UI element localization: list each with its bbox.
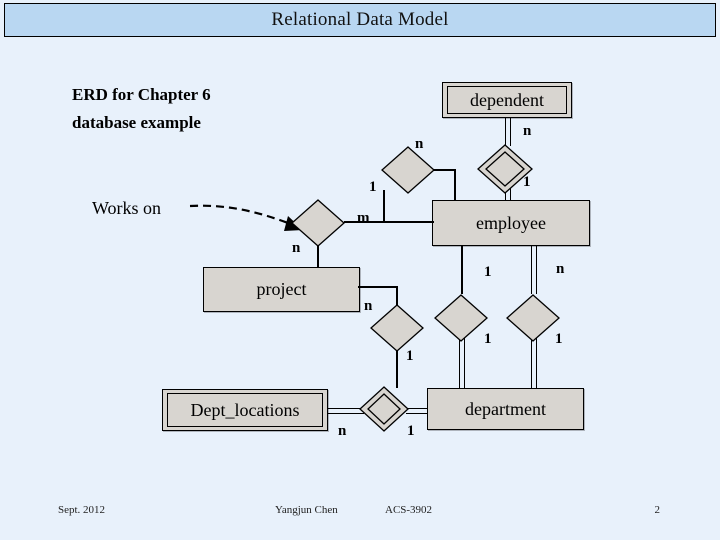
cardinality-controls-1: 1 [406,348,414,364]
works-on-annotation: Works on [92,198,162,218]
cardinality-deptloc-1: 1 [407,423,415,439]
footer-author: Yangjun Chen [275,504,338,516]
entity-employee-label: employee [476,212,546,233]
relationship-works-for[interactable] [506,294,560,342]
connector-workson-to-project [317,246,319,268]
entity-dept-locations-inner: Dept_locations [167,393,323,427]
cardinality-project-n: n [364,298,373,314]
erd-caption-line-1: ERD for Chapter 6 [72,85,211,104]
cardinality-dependent-1: 1 [523,174,531,190]
entity-project[interactable]: project [203,267,360,312]
connector-supervision-left-down [383,190,385,223]
page-title: Relational Data Model [271,9,449,30]
entity-department-label: department [465,398,546,419]
entity-dependent-label: dependent [470,89,544,110]
entity-project-label: project [256,279,307,299]
cardinality-worksfor-n: n [556,261,565,277]
entity-dependent[interactable]: dependent [442,82,572,118]
cardinality-deptloc-n: n [338,423,347,439]
erd-caption-line-2: database example [72,113,201,132]
connector-diamond-to-department [406,408,427,414]
connector-dependent-to-dependentof [505,118,511,146]
footer-course: ACS-3902 [385,504,433,516]
connector-worksfor-top [531,246,537,294]
cardinality-supervision-n: n [415,136,424,152]
relationship-manages[interactable] [434,294,488,342]
cardinality-workson-n: n [292,240,301,256]
relationship-works-on[interactable] [291,199,345,247]
connector-worksfor-bottom [531,322,537,388]
footer-page-number: 2 [654,504,661,516]
cardinality-worksfor-1: 1 [555,331,563,347]
cardinality-manages-bottom-1: 1 [484,331,492,347]
connector-deptloc-to-diamond [328,408,364,414]
cardinality-supervision-1: 1 [369,179,377,195]
entity-dept-locations-label: Dept_locations [190,399,300,420]
entity-dept-locations[interactable]: Dept_locations [162,389,328,431]
slide-footer: Sept. 2012 Yangjun Chen ACS-3902 2 [0,492,720,540]
cardinality-dependent-n: n [523,123,532,139]
connector-controls-from-project [358,286,398,288]
connector-workson-to-employee [344,221,434,223]
relationship-supervision[interactable] [381,146,435,194]
connector-manages-top [461,246,463,294]
connector-controls-down-2 [396,350,398,388]
entity-employee[interactable]: employee [432,200,590,246]
entity-department[interactable]: department [427,388,584,430]
connector-supervision-top [418,169,456,171]
relationship-dept-has-locations[interactable] [359,386,409,432]
entity-dependent-inner: dependent [447,86,567,114]
relationship-dependent-of[interactable] [477,144,533,194]
connector-supervision-right-down [454,169,456,201]
connector-manages-bottom [459,322,465,388]
cardinality-manages-top-1: 1 [484,264,492,280]
relationship-controls[interactable] [370,304,424,352]
slide-title-bar: Relational Data Model [4,3,716,37]
cardinality-workson-m: m [357,210,370,226]
connector-controls-down-1 [396,286,398,306]
footer-date: Sept. 2012 [58,504,106,516]
